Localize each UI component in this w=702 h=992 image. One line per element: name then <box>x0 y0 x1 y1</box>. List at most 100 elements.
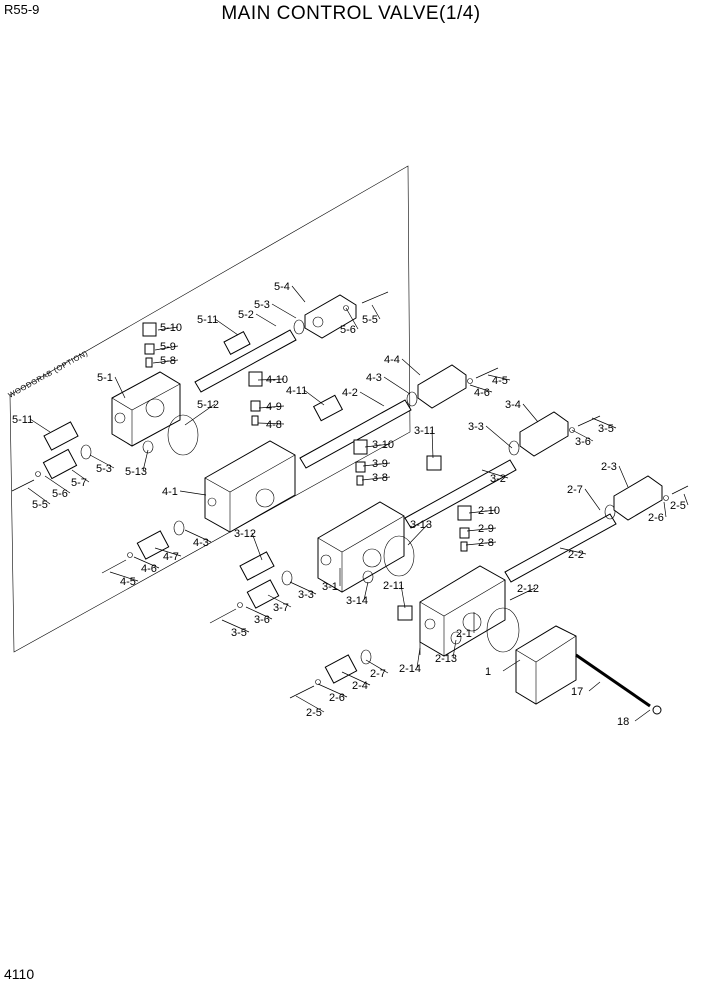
leader-line <box>634 709 651 722</box>
part-number-label: 2-2 <box>568 549 584 561</box>
part-number-label: 5-1 <box>97 372 113 384</box>
callout-3-2: 3-2 <box>481 469 509 485</box>
leader-line <box>345 307 359 330</box>
callout-3-5: 3-5 <box>591 417 617 435</box>
callout-3-9: 3-9 <box>362 458 391 470</box>
callout-2-6: 2-6 <box>317 683 348 704</box>
part-number-label: 2-13 <box>435 653 457 665</box>
callout-2-7: 2-7 <box>365 659 389 680</box>
part-number-label: 3-3 <box>298 589 314 601</box>
page-title: MAIN CONTROL VALVE(1/4) <box>221 3 481 24</box>
callout-2-14: 2-14 <box>399 647 421 675</box>
callout-3-8: 3-8 <box>361 472 391 484</box>
leader-line <box>179 490 207 496</box>
valve-block-4-1 <box>204 440 296 533</box>
leader-line <box>303 389 325 406</box>
part-number-label: 2-3 <box>601 461 617 473</box>
leader-line <box>584 488 601 511</box>
callout-3-3: 3-3 <box>289 581 317 601</box>
leader-line <box>214 318 239 336</box>
callout-5-12: 5-12 <box>184 399 219 426</box>
part-number-label: 4-5 <box>492 375 508 387</box>
part-number-label: 17 <box>571 686 583 698</box>
leader-line <box>109 571 139 582</box>
leader-line <box>485 425 513 449</box>
part-number-label: 4-6 <box>474 387 490 399</box>
leader-line <box>257 422 285 425</box>
leader-line <box>184 529 212 543</box>
inlet-cover-1 <box>515 625 577 705</box>
callout-5-2: 5-2 <box>238 309 277 327</box>
part-number-label: 5-8 <box>160 355 176 367</box>
part-number-label: 2-6 <box>648 512 664 524</box>
part-number-label: 5-6 <box>340 324 356 336</box>
part-number-label: 3-7 <box>273 602 289 614</box>
callout-5-11: 5-11 <box>197 314 239 336</box>
leader-line <box>267 594 292 608</box>
leader-line <box>362 462 391 467</box>
leader-line <box>157 326 179 331</box>
callout-3-14: 3-14 <box>346 581 369 607</box>
part-number-label: 5-3 <box>96 463 112 475</box>
leader-line <box>559 547 587 555</box>
leader-line <box>257 378 285 381</box>
part-number-label: 4-8 <box>266 419 282 431</box>
callout-2-8: 2-8 <box>465 537 497 549</box>
leader-line <box>154 547 182 557</box>
leader-line <box>359 391 385 407</box>
part-number-label: 4-7 <box>163 551 179 563</box>
leader-line <box>468 509 497 514</box>
leader-line <box>401 358 421 376</box>
callout-5-3: 5-3 <box>254 299 297 319</box>
leader-line <box>502 659 521 672</box>
leader-line <box>469 384 493 393</box>
callout-3-6: 3-6 <box>245 606 273 626</box>
callout-4-6: 4-6 <box>469 384 493 399</box>
callout-2-1: 2-1 <box>456 612 475 640</box>
part-number-label: 2-7 <box>370 668 386 680</box>
leader-line <box>89 454 115 469</box>
part-number-label: 4-6 <box>141 563 157 575</box>
part-number-label: 1 <box>485 666 491 678</box>
leader-line <box>371 304 381 320</box>
callout-3-12: 3-12 <box>234 528 263 561</box>
leader-line <box>364 443 391 448</box>
leader-line <box>271 303 297 319</box>
callout-5-3: 5-3 <box>89 454 115 475</box>
callout-4-5: 4-5 <box>109 571 139 588</box>
part-number-label: 5-3 <box>254 299 270 311</box>
callout-2-4: 2-4 <box>341 671 371 692</box>
part-number-label: 3-1 <box>322 581 338 593</box>
callout-5-5: 5-5 <box>27 487 51 511</box>
callout-4-10: 4-10 <box>257 374 288 386</box>
valve-block-2-1 <box>419 565 506 657</box>
leader-line <box>407 523 429 546</box>
leader-line <box>258 405 285 409</box>
part-number-label: 5-10 <box>160 322 182 334</box>
leader-line <box>591 417 617 429</box>
leader-line <box>365 659 389 674</box>
callout-4-1: 4-1 <box>162 486 207 498</box>
leader-line <box>416 647 421 669</box>
leader-line <box>663 501 667 518</box>
part-number-label: 5-6 <box>52 488 68 500</box>
section-4-parts <box>101 364 499 574</box>
part-number-label: 5-2 <box>238 309 254 321</box>
leader-line <box>383 376 411 395</box>
leader-line <box>588 681 601 692</box>
valve-block-3-1 <box>317 501 405 593</box>
section-3-parts <box>209 411 601 624</box>
leader-line <box>431 429 434 459</box>
leader-line <box>317 683 348 698</box>
part-number-label: 4-1 <box>162 486 178 498</box>
callout-5-10: 5-10 <box>157 322 182 334</box>
part-number-label: 4-9 <box>266 401 282 413</box>
part-number-label: 4-11 <box>286 385 307 397</box>
callout-2-11: 2-11 <box>383 580 406 609</box>
part-number-label: 2-6 <box>329 692 345 704</box>
part-number-label: 4-2 <box>342 387 358 399</box>
callout-2-10: 2-10 <box>468 505 500 517</box>
leader-line <box>221 619 250 633</box>
callout-3-13: 3-13 <box>407 519 432 546</box>
callout-4-5: 4-5 <box>487 374 511 387</box>
